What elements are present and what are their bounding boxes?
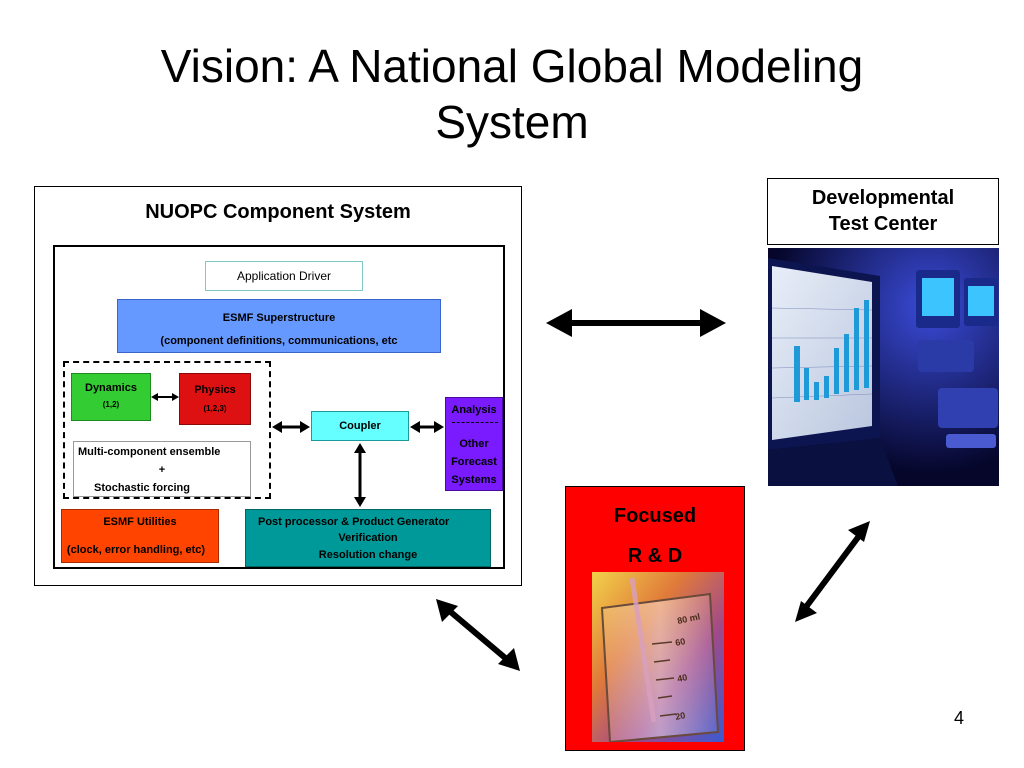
- dtc-label-box: Developmental Test Center: [767, 178, 999, 245]
- model-components-group: [63, 361, 271, 499]
- physics-sub: (1,2,3): [203, 404, 227, 413]
- slide-number: 4: [953, 708, 964, 728]
- coupler-analysis-arrow: [410, 421, 444, 433]
- ensemble-box: Multi-component ensemble + Stochastic fo…: [73, 441, 251, 497]
- esmf-superstructure-desc: (component definitions, communications, …: [160, 335, 398, 347]
- ensemble-line3: Stochastic forcing: [94, 482, 190, 494]
- focused-rd-box: Focused R & D: [565, 486, 745, 751]
- post-processor-box: Post processor & Product Generator Verif…: [245, 509, 491, 567]
- svg-text:80 ml: 80 ml: [676, 611, 701, 626]
- dtc-focused-arrow: [795, 521, 870, 622]
- slide-title-line1: Vision: A National Global Modeling: [160, 40, 864, 92]
- dynamics-label: Dynamics: [85, 382, 137, 394]
- svg-text:40: 40: [676, 672, 688, 684]
- verification-label: Verification: [338, 532, 398, 544]
- inner-connectors: [151, 393, 444, 507]
- dtc-line2: Test Center: [828, 213, 938, 235]
- dynamics-physics-arrow: [151, 393, 179, 401]
- coupler-postprocessor-arrow: [354, 443, 366, 507]
- ensemble-line1: Multi-component ensemble: [78, 446, 221, 458]
- nuopc-component-system-frame: NUOPC Component System: [34, 186, 522, 586]
- dtc-computer-image: [768, 248, 999, 486]
- application-driver-box: Application Driver: [205, 261, 363, 291]
- analysis-box: Analysis Other Forecast Systems: [445, 397, 503, 491]
- nuopc-dtc-arrow: [546, 309, 726, 337]
- analysis-divider: [452, 422, 498, 423]
- computer-monitors-illustration: [768, 248, 999, 486]
- svg-text:20: 20: [674, 710, 686, 722]
- focused-rd-line1: Focused: [613, 505, 697, 527]
- ensemble-coupler-arrow: [272, 421, 310, 433]
- coupler-box: Coupler: [311, 411, 409, 441]
- ensemble-line2: +: [158, 464, 166, 476]
- esmf-superstructure-label: ESMF Superstructure: [222, 312, 336, 324]
- dynamics-box: Dynamics (1,2): [71, 373, 151, 421]
- slide-title: Vision: A National Global Modeling Syste…: [60, 38, 964, 150]
- nuopc-inner-diagram: Application Driver ESMF Superstructure (…: [53, 245, 505, 569]
- post-processor-label: Post processor & Product Generator: [258, 516, 450, 528]
- resolution-change-label: Resolution change: [318, 549, 418, 561]
- beaker-image: 80 ml 60 40 20: [592, 572, 724, 742]
- analysis-systems: Systems: [451, 474, 497, 486]
- analysis-other: Other: [459, 438, 489, 450]
- nuopc-focused-arrow: [436, 599, 520, 671]
- esmf-utilities-label: ESMF Utilities: [103, 516, 177, 528]
- physics-label: Physics: [194, 384, 236, 396]
- analysis-forecast: Forecast: [451, 456, 497, 468]
- physics-box: Physics (1,2,3): [179, 373, 251, 425]
- focused-rd-line2: R & D: [627, 545, 683, 567]
- esmf-utilities-box: ESMF Utilities (clock, error handling, e…: [61, 509, 219, 563]
- dtc-line1: Developmental: [811, 187, 955, 209]
- dynamics-sub: (1,2): [102, 400, 120, 409]
- slide-title-line2: System: [435, 96, 589, 148]
- nuopc-title: NUOPC Component System: [145, 201, 411, 223]
- svg-text:60: 60: [674, 636, 686, 648]
- analysis-label: Analysis: [451, 404, 497, 416]
- beaker-icon: 80 ml 60 40 20: [592, 572, 724, 742]
- esmf-utilities-desc: (clock, error handling, etc): [66, 544, 206, 556]
- esmf-superstructure-box: ESMF Superstructure (component definitio…: [117, 299, 441, 353]
